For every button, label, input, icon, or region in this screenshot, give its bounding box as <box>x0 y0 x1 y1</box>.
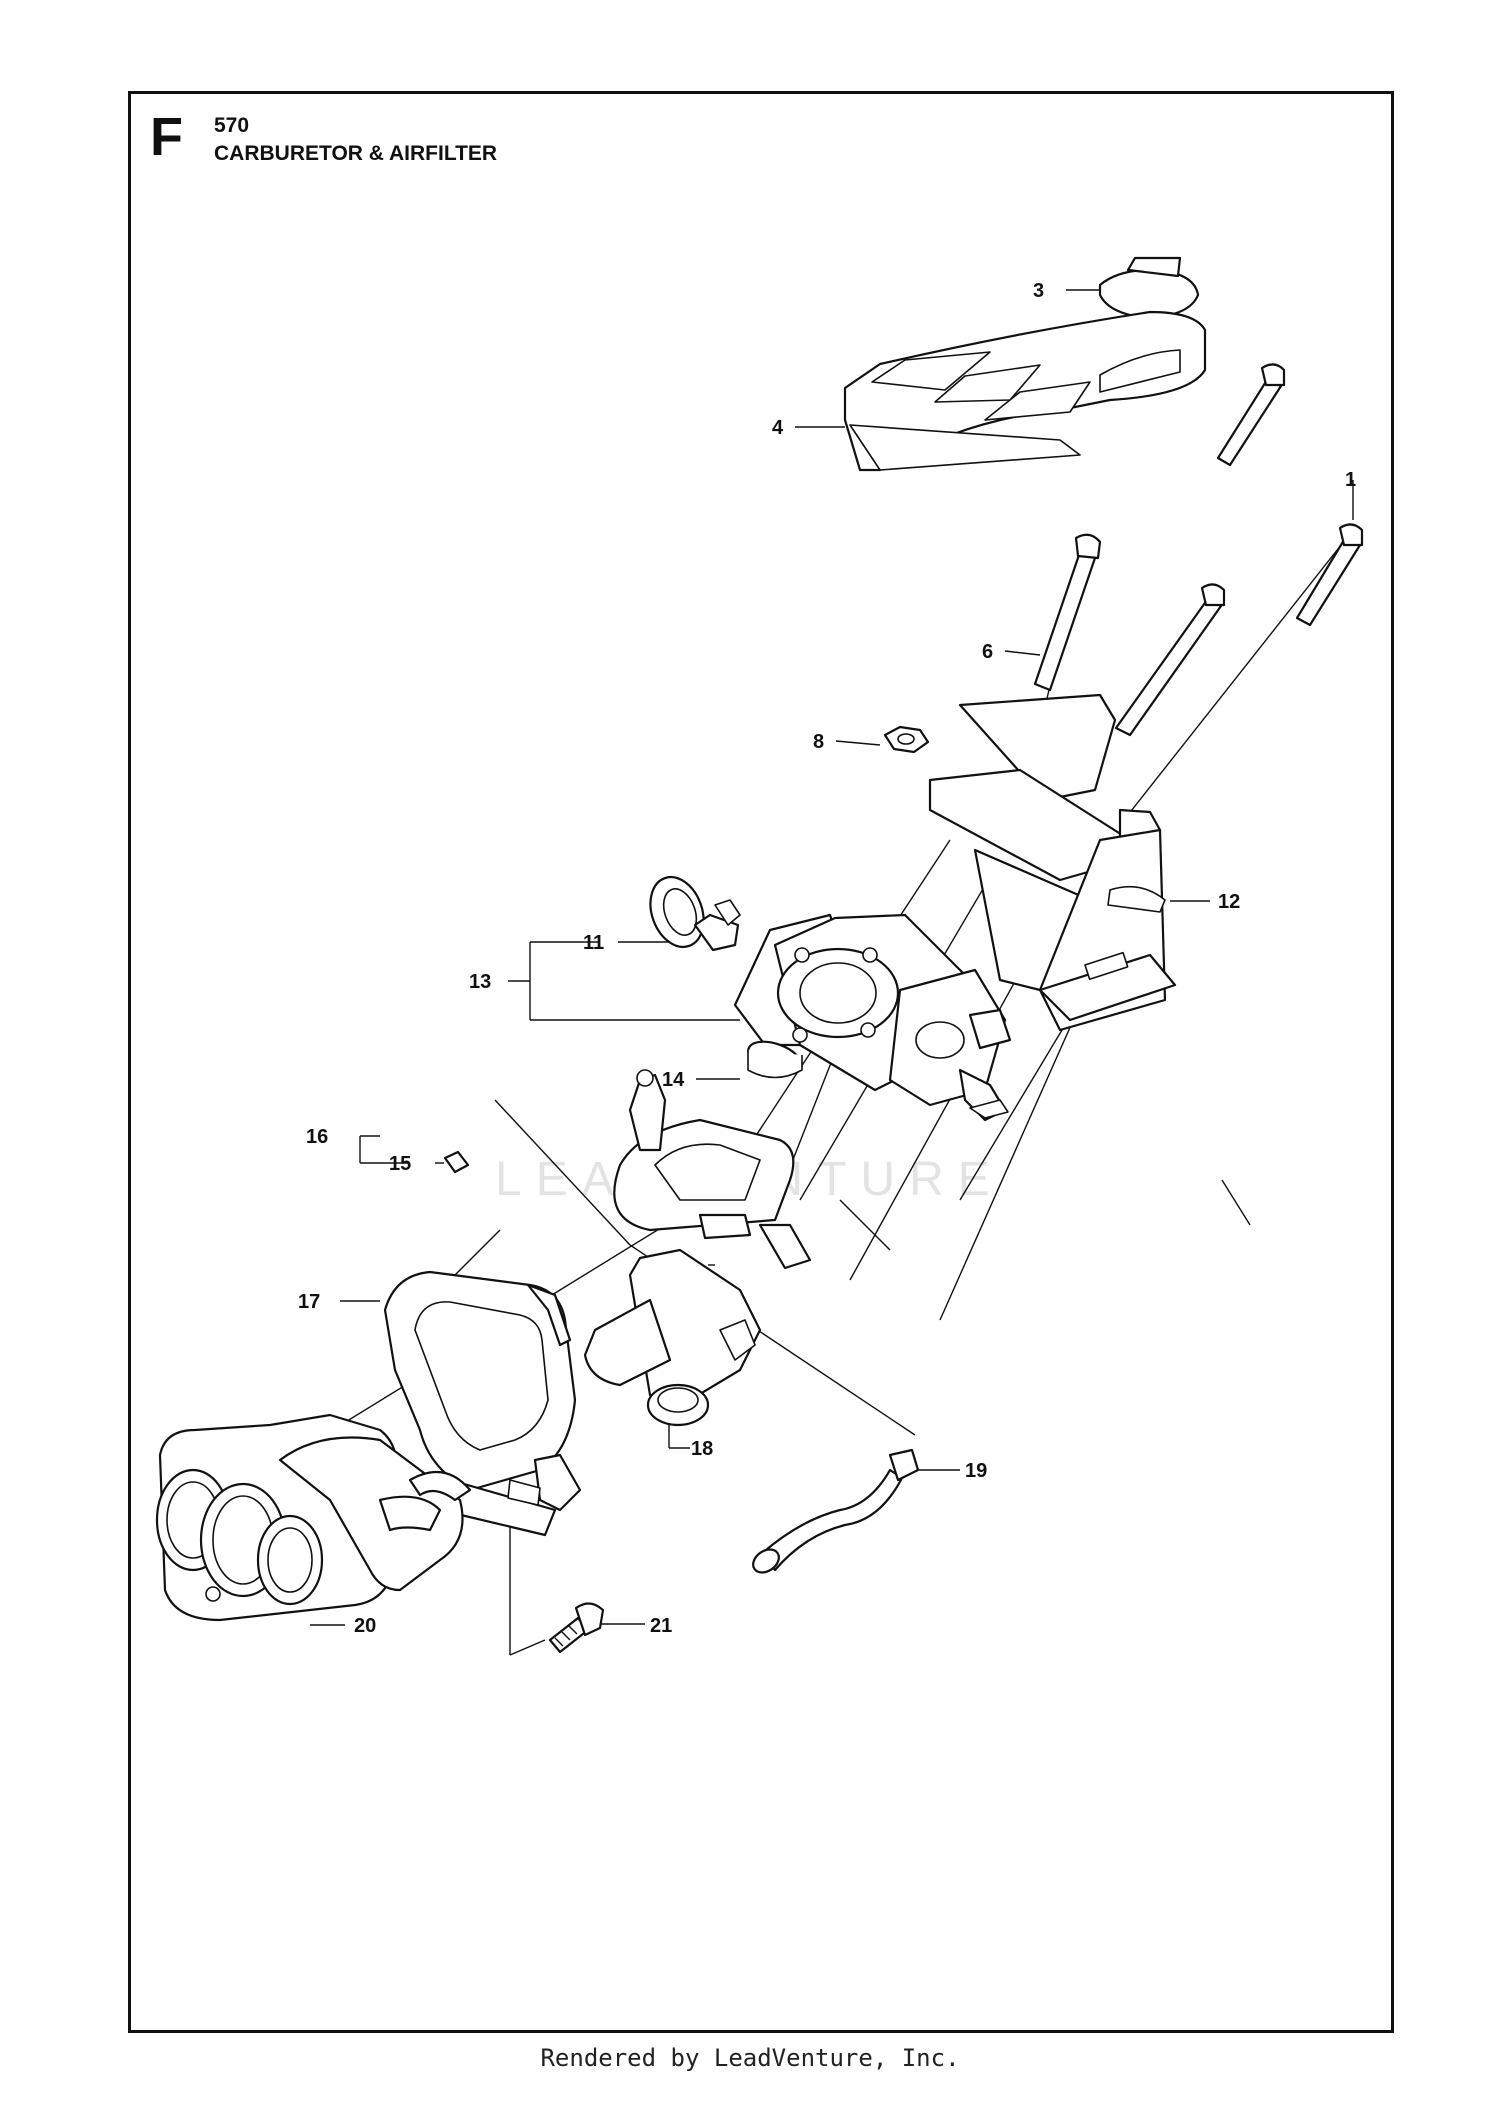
callout-14: 14 <box>662 1069 685 1091</box>
part-21-screw <box>548 1602 605 1654</box>
callout-20: 20 <box>354 1615 376 1637</box>
part-16-intake-adapter <box>613 1069 812 1270</box>
part-4-air-filter <box>843 310 1207 472</box>
diagram-title: CARBURETOR & AIRFILTER <box>214 142 498 165</box>
callout-17: 17 <box>298 1291 320 1313</box>
part-1-bolts <box>1114 363 1364 737</box>
callout-4: 4 <box>772 417 784 439</box>
part-15-clip <box>443 1150 470 1174</box>
diagram-frame <box>128 91 1394 2033</box>
part-18-intake-boot <box>583 1248 762 1427</box>
model-number: 570 <box>214 114 250 137</box>
callout-8: 8 <box>813 731 824 753</box>
part-3-filter-knob <box>1098 256 1200 381</box>
part-17-shroud <box>383 1270 582 1537</box>
callout-18: 18 <box>691 1438 713 1460</box>
callout-12: 12 <box>1218 891 1240 913</box>
section-letter: F <box>150 107 183 167</box>
part-12-bracket <box>928 693 1177 1032</box>
callout-labels: 3 4 1 6 8 12 11 13 14 16 15 17 18 19 20 … <box>298 280 1356 1637</box>
part-14-seal <box>747 1040 803 1079</box>
part-6-bolt <box>1033 533 1102 692</box>
callout-3: 3 <box>1033 280 1044 302</box>
callout-6: 6 <box>982 641 993 663</box>
callout-16: 16 <box>306 1126 328 1148</box>
part-13-carburetor <box>733 913 1012 1122</box>
callout-13: 13 <box>469 971 491 993</box>
part-20-intake-manifold <box>155 1413 472 1622</box>
footer-credit: Rendered by LeadVenture, Inc. <box>540 2044 960 2072</box>
part-19-impulse-hose <box>752 1448 920 1574</box>
part-8-nut <box>883 725 930 754</box>
callout-1: 1 <box>1345 469 1356 491</box>
callout-11: 11 <box>583 932 604 954</box>
callout-15: 15 <box>389 1153 411 1175</box>
callout-19: 19 <box>965 1460 987 1482</box>
part-11-pump-cover <box>649 876 741 952</box>
callout-21: 21 <box>650 1615 672 1637</box>
